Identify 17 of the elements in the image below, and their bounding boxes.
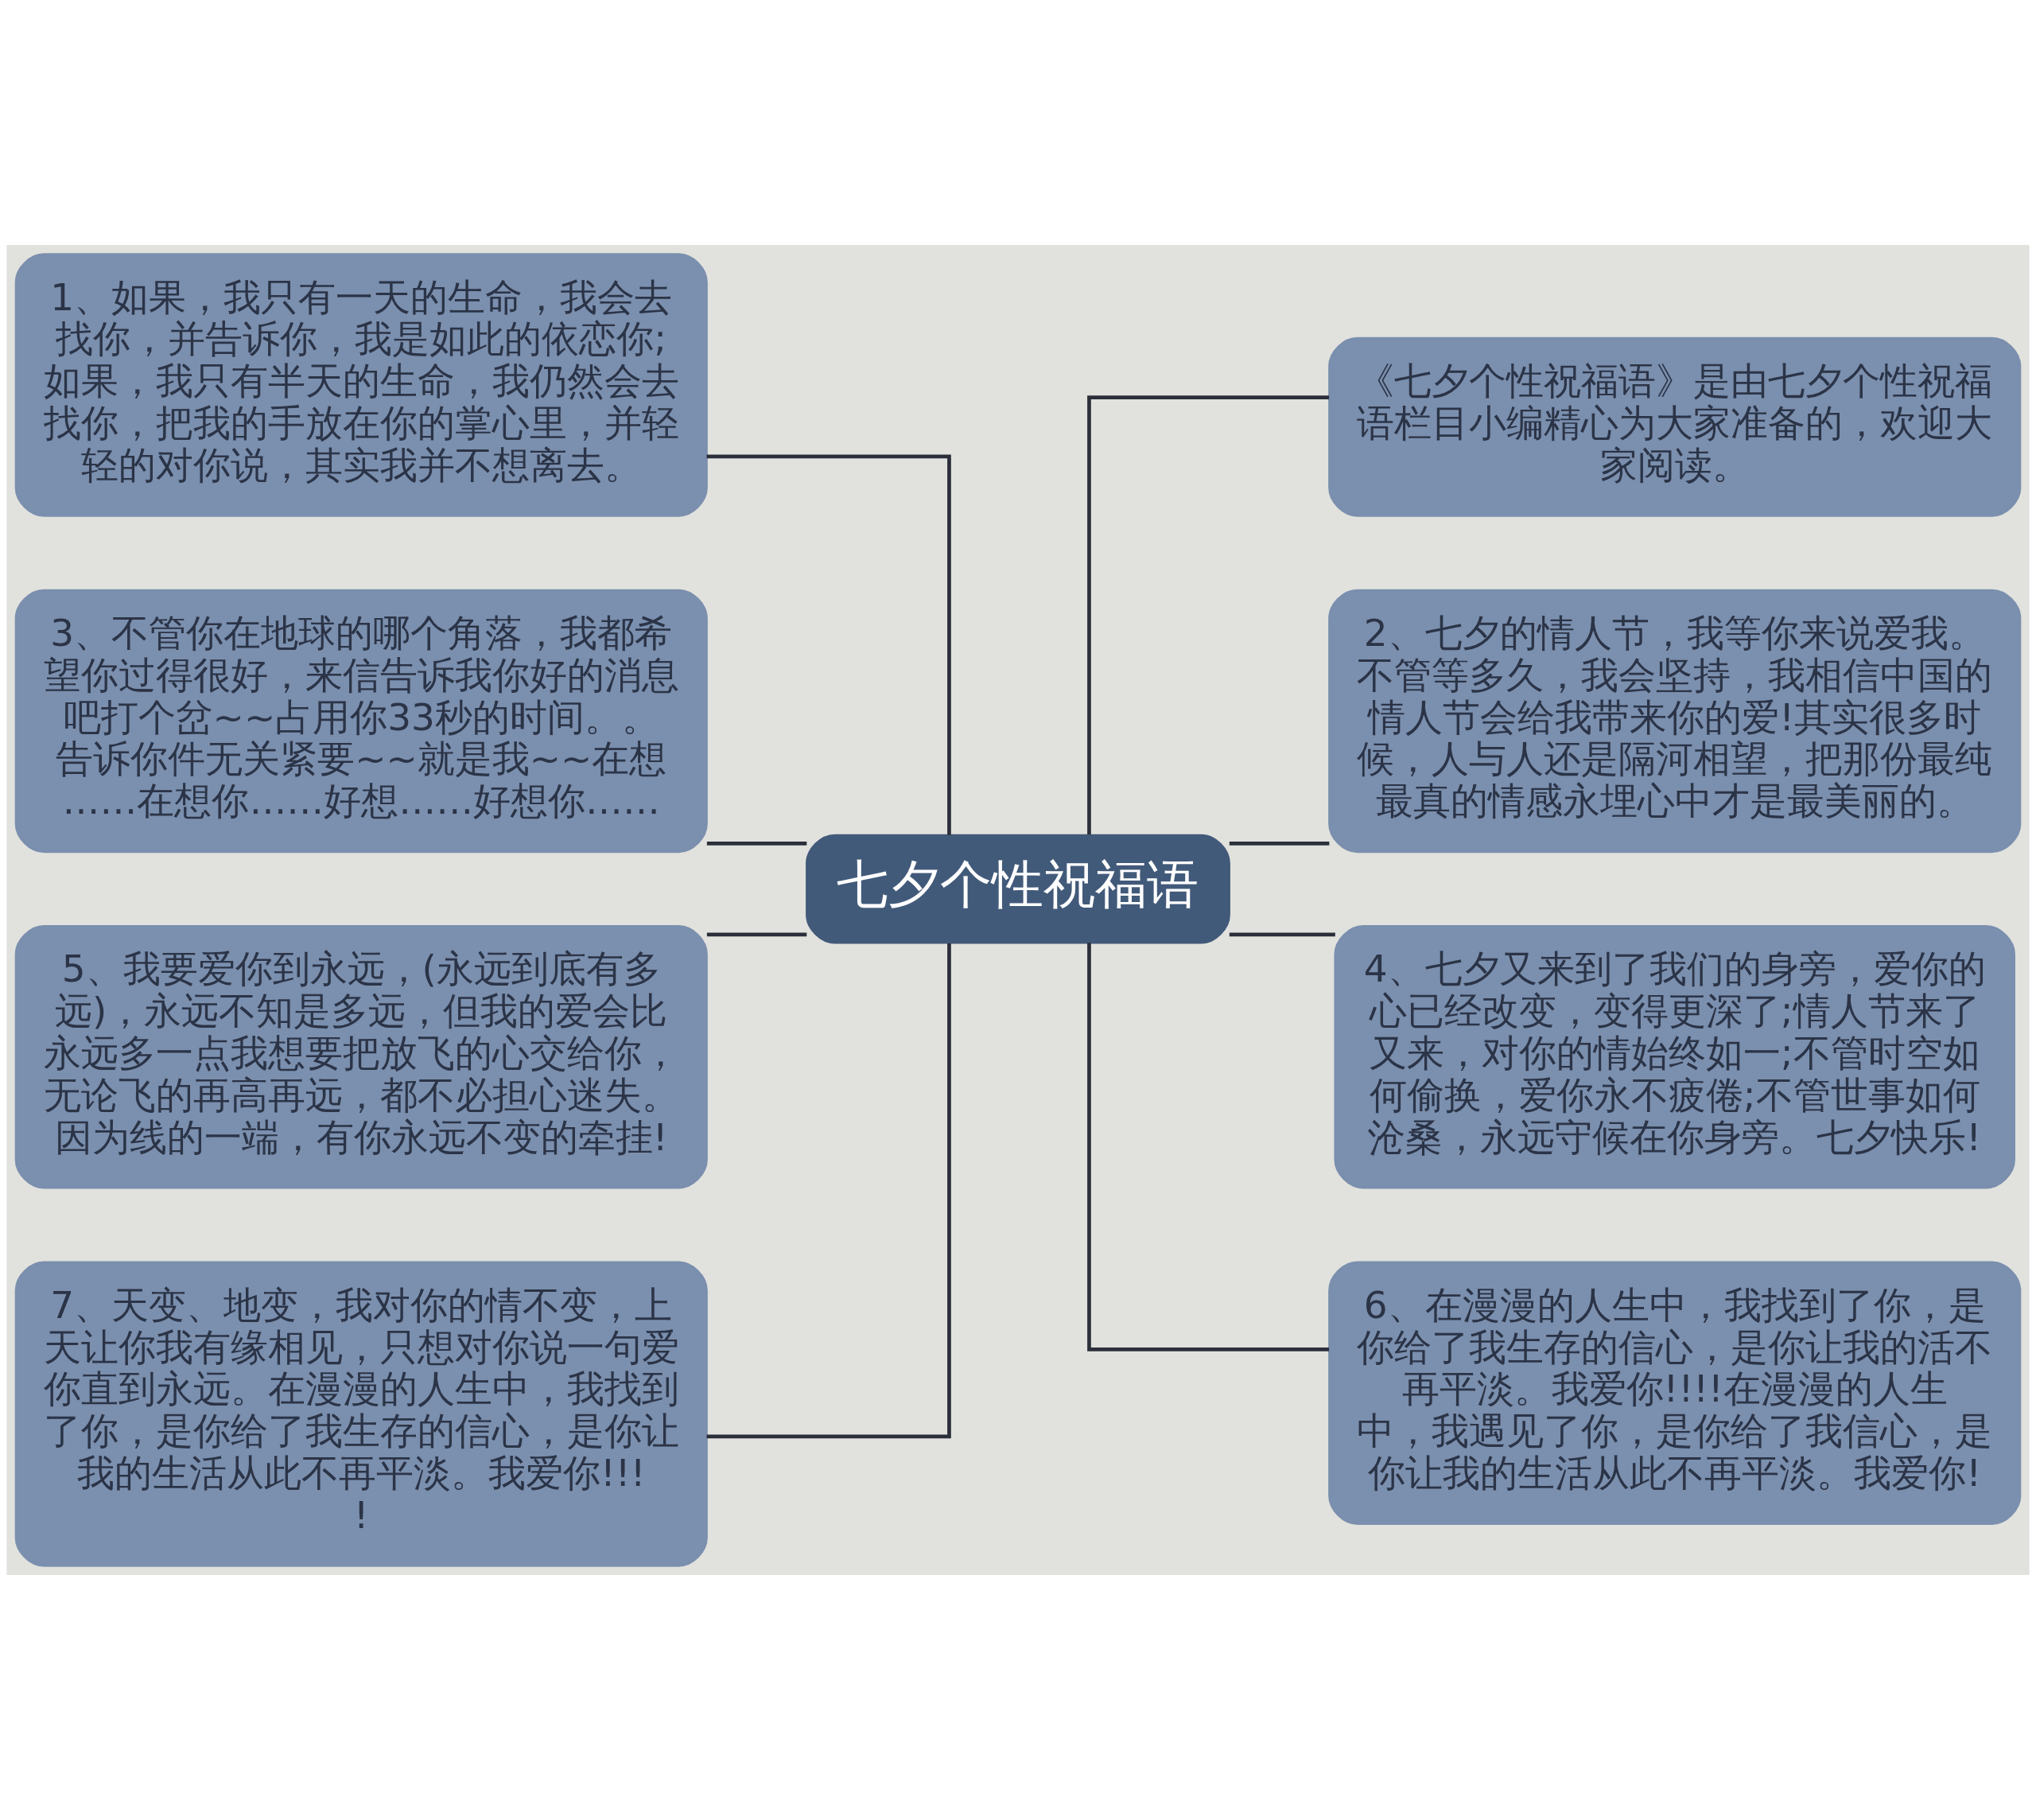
connector — [1229, 932, 1335, 937]
node-box: 《七夕个性祝福语》是由七夕个性祝福语栏目小编精心为大家准备的，欢迎大家阅读。 — [1328, 336, 2022, 517]
connector — [706, 932, 807, 937]
node-box: 4、七夕又来到了我们的身旁，爱你的心已经改变，变得更深了;情人节来了又来，对你的情始终如一;不管时空如何偷换，爱你永不疲倦;不管世事如何沧桑，永远守候在你身旁。七夕快乐! — [1334, 925, 2015, 1189]
node-box: 3、不管你在地球的哪个角落，我都希望你过得很好，来信告诉我你好的消息吧打个岔~~占用你33秒的时间。。告诉你件无关紧要~~就是我~~在想……在想你……好想……好想你…… — [14, 589, 708, 854]
node-box: 1、如果，我只有一天的生命，我会去找你，并告诉你，我是如此的依恋你;如果，我只有半天的生命，我仍然会去找你，把我的手放在你的掌心里，并轻轻的对你说，其实我并不想离去。 — [14, 253, 708, 517]
connector — [706, 943, 951, 1439]
node-box: 5、我要爱你到永远，(永远到底有多远)，永远不知是多远，但我的爱会比永远多一点我想要把放飞的心交给你，无论飞的再高再远，都不必担心迷失。因为线的一端，有你永远不变的牵挂! — [14, 925, 708, 1189]
node-box: 2、七夕的情人节，我等你来说爱我。不管等多久，我会坚持，我相信中国的情人节会给我带来你的爱!其实很多时候，人与人还是隔河相望，把那份最纯最真的情感永埋心中才是最美丽的。 — [1328, 589, 2022, 854]
node-box: 7、天变、地变，我对你的情不变，上天让你我有缘相见，只想对你说一句爱你直到永远。在漫漫的人生中，我找到了你，是你给了我生存的信心，是你让我的生活从此不再平淡。我爱你!!!! — [14, 1261, 708, 1567]
connector — [706, 842, 807, 846]
connector — [1087, 943, 1330, 1351]
connector — [706, 454, 951, 835]
node-box: 6、在漫漫的人生中，我找到了你，是你给了我生存的信心，是你让我的活不再平淡。我爱你!!!!在漫漫的人生中，我遇见了你，是你给了我信心，是你让我的生活从此不再平淡。我爱你! — [1328, 1261, 2022, 1525]
connector — [1229, 842, 1330, 846]
node-box: 七夕个性祝福语 — [806, 834, 1230, 944]
connector — [1087, 395, 1330, 835]
